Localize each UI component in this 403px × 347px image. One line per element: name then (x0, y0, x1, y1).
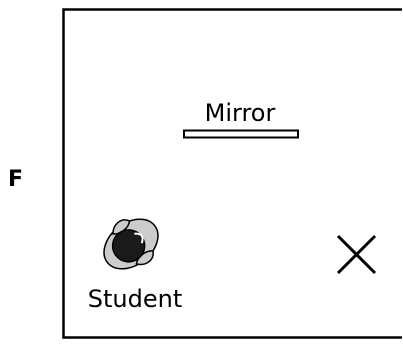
diagram-canvas: Mirror Student (62, 8, 402, 339)
student-icon (92, 206, 170, 282)
student-label: Student (88, 285, 182, 313)
mirror-label: Mirror (205, 99, 276, 127)
mirror (184, 131, 298, 138)
figure-label: F (8, 167, 23, 192)
diagram-frame: Mirror Student (62, 8, 402, 339)
x-mark-icon (338, 236, 375, 273)
